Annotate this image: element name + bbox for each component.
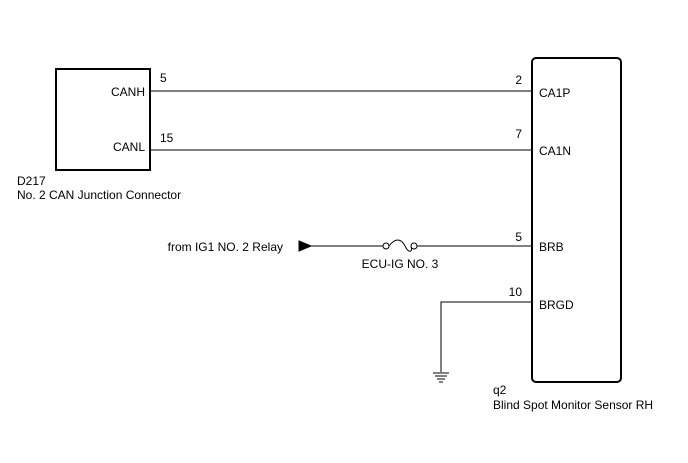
blind-spot-monitor-sensor-box xyxy=(531,57,622,383)
left-pin-number-canl: 15 xyxy=(160,131,174,145)
fuse-label: ECU-IG NO. 3 xyxy=(362,257,439,271)
right-pin-number-ca1p: 2 xyxy=(515,73,522,87)
right-pin-label-ca1n: CA1N xyxy=(539,144,571,158)
right-pin-number-brgd: 10 xyxy=(509,285,523,299)
right-pin-number-brb: 5 xyxy=(515,230,522,244)
left-pin-label-canh: CANH xyxy=(111,85,145,99)
right-pin-label-brgd: BRGD xyxy=(539,298,574,312)
wire-brgd-ground xyxy=(440,301,532,372)
right-pin-label-ca1p: CA1P xyxy=(539,86,570,100)
right-pin-label-brb: BRB xyxy=(539,240,564,254)
left-connector-name: No. 2 CAN Junction Connector xyxy=(17,188,181,202)
fuse-icon xyxy=(382,239,418,252)
left-connector-id: D217 xyxy=(17,174,46,188)
left-pin-label-canl: CANL xyxy=(113,140,145,154)
power-source-label: from IG1 NO. 2 Relay xyxy=(168,240,283,254)
left-pin-number-canh: 5 xyxy=(160,71,167,85)
right-pin-number-ca1n: 7 xyxy=(515,127,522,141)
right-component-name: Blind Spot Monitor Sensor RH xyxy=(493,398,653,412)
right-component-id: q2 xyxy=(493,383,507,397)
arrow-right-icon xyxy=(298,240,313,252)
can-junction-connector-box xyxy=(55,68,151,171)
ground-icon xyxy=(433,372,449,383)
